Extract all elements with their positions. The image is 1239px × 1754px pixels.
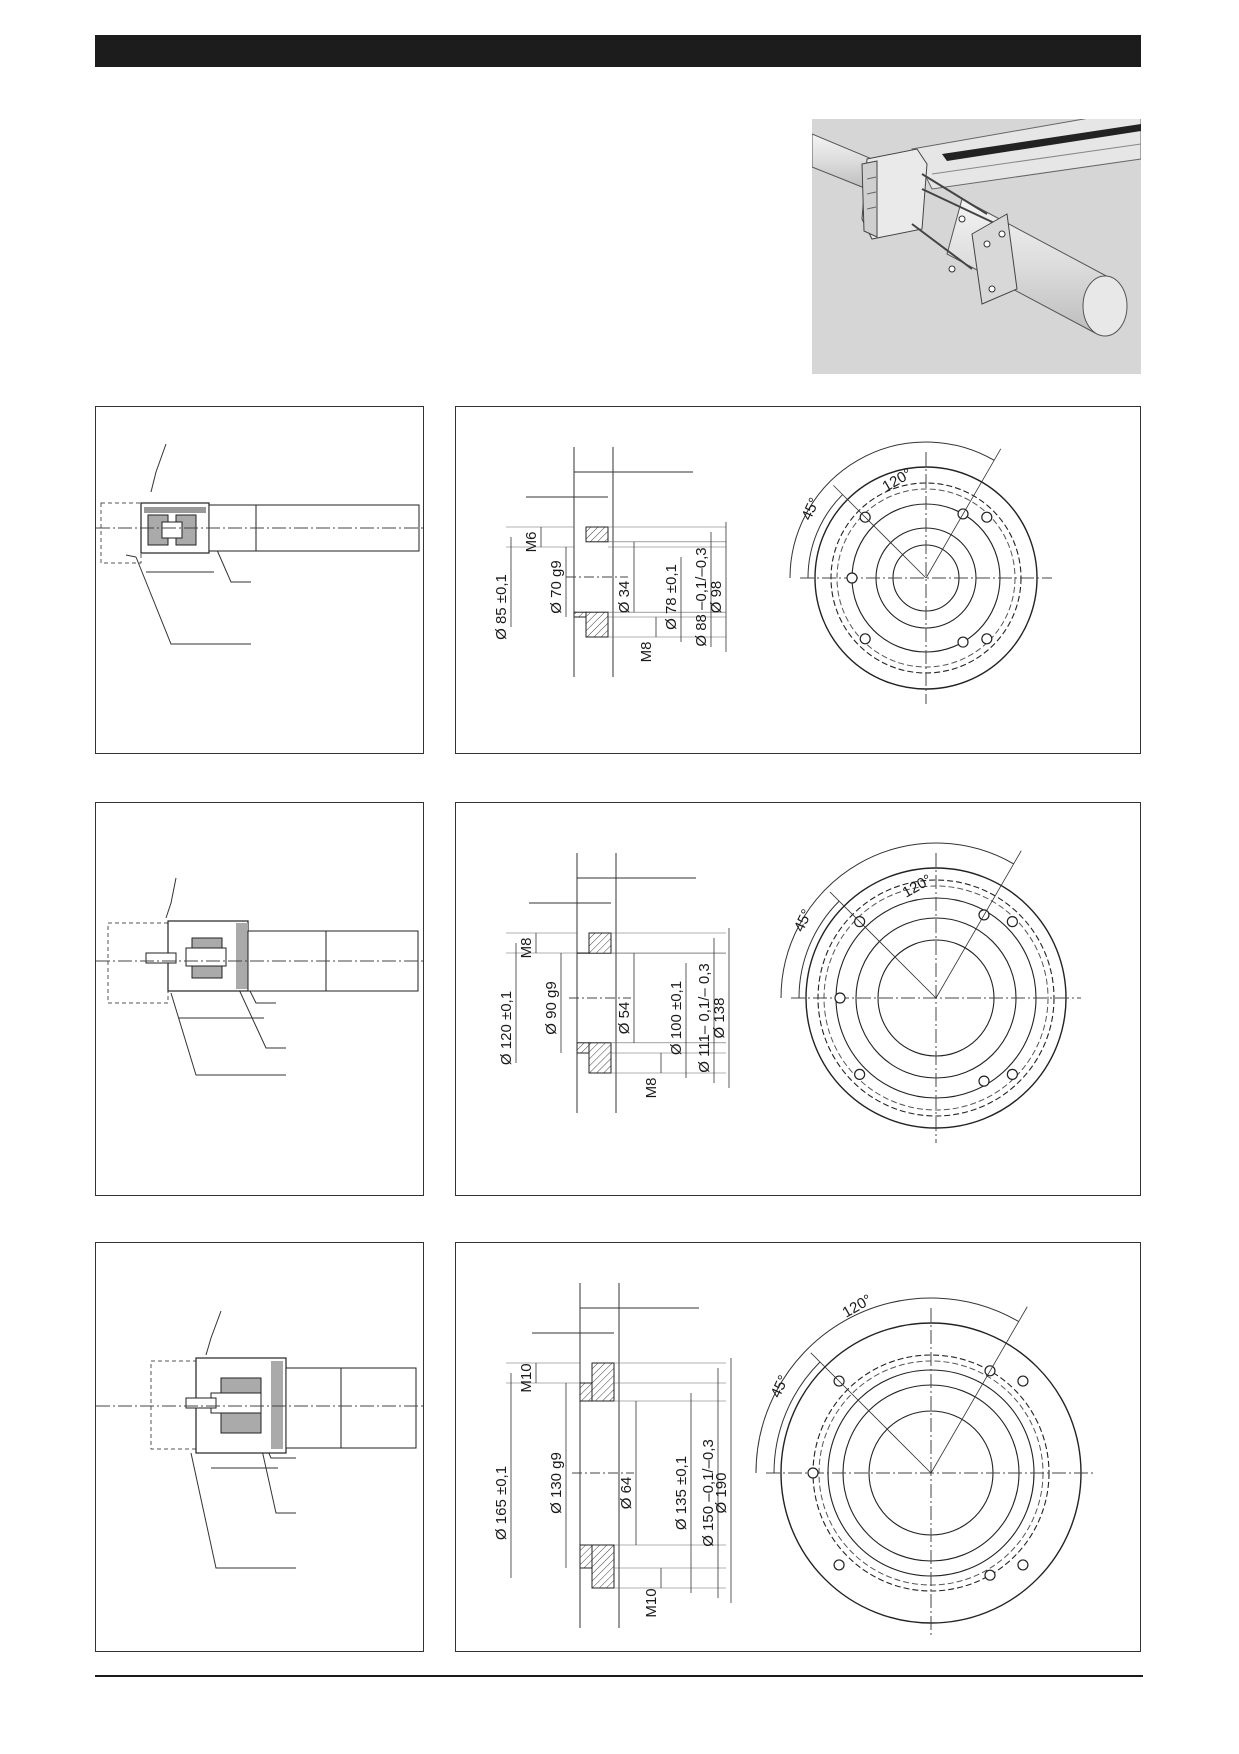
dim-d-spigot: Ø 70 g9 [548, 560, 565, 613]
dim-thread-outer: M6 [523, 532, 540, 553]
dim-d-pcd: Ø 120 ±0,1 [498, 991, 515, 1065]
bolt-hole [981, 633, 993, 645]
dim-d-step: Ø 88 –0,1/–0,3 [693, 547, 710, 646]
footer-rule [95, 1675, 1143, 1677]
angle-45-label: 45° [798, 495, 823, 523]
bolt-hole [859, 633, 871, 645]
dim-d-outer: Ø 138 [711, 998, 728, 1039]
bolt-hole [1017, 1559, 1029, 1571]
bolt-hole [1006, 916, 1018, 928]
dim-thread-inner: M8 [643, 1078, 660, 1099]
dim-d-inner_pcd: Ø 135 ±0,1 [673, 1456, 690, 1530]
angle-120-label: 120° [840, 1291, 875, 1321]
bolt-hole [833, 1559, 845, 1571]
angle-120-label: 120° [900, 871, 935, 901]
flange-drawing-1: Ø 85 ±0,1 M6 Ø 70 g9 Ø 34 M8 Ø 78 ±0,1 Ø 88 –0… [455, 406, 1141, 754]
dim-d-spigot: Ø 130 g9 [548, 1452, 565, 1514]
bolt-hole [984, 1569, 996, 1581]
product-photo-illustration [812, 119, 1141, 337]
angle-120-label: 120° [880, 465, 915, 495]
bolt-hole [1006, 1068, 1018, 1080]
product-photo [812, 119, 1141, 374]
dim-d-pcd: Ø 85 ±0,1 [493, 574, 510, 640]
angle-45-label: 45° [791, 907, 816, 935]
dim-d-bore: Ø 54 [616, 1002, 633, 1035]
bolt-hole [834, 992, 846, 1004]
dim-thread-outer: M8 [518, 938, 535, 959]
bolt-hole [957, 636, 969, 648]
dim-d-outer: Ø 190 [713, 1473, 730, 1514]
bolt-hole [1017, 1375, 1029, 1387]
dim-thread-outer: M10 [518, 1363, 535, 1392]
dim-d-bore: Ø 64 [618, 1477, 635, 1510]
bolt-hole [846, 572, 858, 584]
assembly-view-1 [95, 406, 424, 754]
dim-thread-inner: M8 [638, 642, 655, 663]
dim-d-inner_pcd: Ø 78 ±0,1 [663, 564, 680, 630]
dim-d-inner_pcd: Ø 100 ±0,1 [668, 981, 685, 1055]
dim-d-bore: Ø 34 [616, 581, 633, 614]
angle-45-label: 45° [767, 1373, 792, 1401]
bolt-hole [978, 1075, 990, 1087]
dim-d-pcd: Ø 165 ±0,1 [493, 1466, 510, 1540]
bolt-hole [981, 511, 993, 523]
assembly-view-2 [95, 802, 424, 1196]
dim-d-outer: Ø 98 [708, 581, 725, 614]
header-bar [95, 35, 1141, 67]
dim-d-step: Ø 150 –0,1/–0,3 [700, 1439, 717, 1547]
dim-d-step: Ø 111– 0,1/– 0,3 [696, 963, 713, 1073]
assembly-view-3 [95, 1242, 424, 1652]
bolt-hole [854, 1068, 866, 1080]
dim-thread-inner: M10 [643, 1588, 660, 1617]
dim-d-spigot: Ø 90 g9 [543, 981, 560, 1034]
bolt-hole [807, 1467, 819, 1479]
